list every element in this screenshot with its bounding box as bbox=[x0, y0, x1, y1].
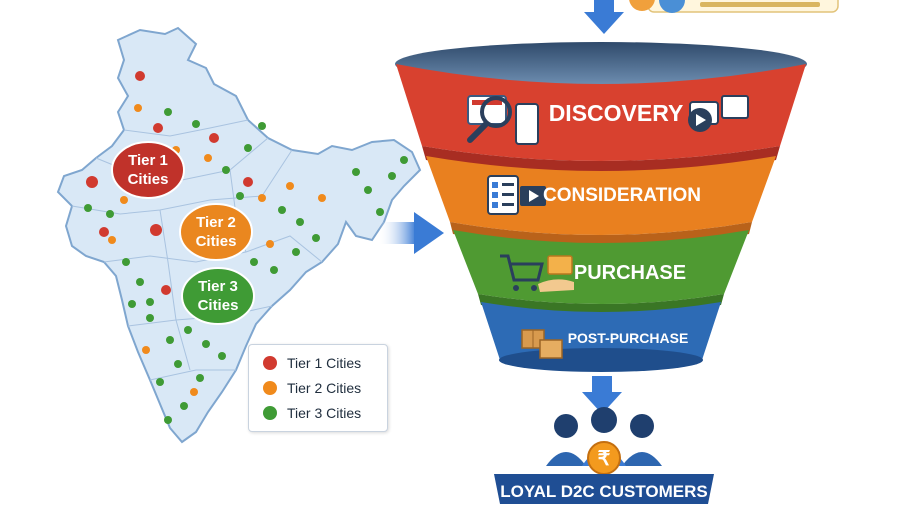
stage-label-purchase: PURCHASE bbox=[574, 262, 686, 284]
tier2-label-line2: Cities bbox=[196, 233, 237, 250]
stage-label-consideration: CONSIDERATION bbox=[543, 185, 701, 206]
stage-label-discovery: DISCOVERY bbox=[549, 100, 684, 126]
tier2-label-line1: Tier 2 bbox=[196, 214, 236, 231]
package-icon bbox=[539, 339, 563, 359]
rupee-symbol: ₹ bbox=[598, 448, 611, 470]
top-down-arrow bbox=[584, 0, 624, 34]
tier1-label-line2: Cities bbox=[128, 171, 169, 188]
person-icon bbox=[659, 0, 685, 13]
legend-item-tier3: Tier 3 Cities bbox=[263, 403, 361, 423]
rupee-note-icon bbox=[547, 255, 573, 275]
loyal-customers-banner: LOYAL D2C CUSTOMERS bbox=[494, 474, 714, 504]
tier2-bubble: Tier 2 Cities bbox=[179, 203, 253, 261]
post-purchase-icons bbox=[521, 329, 563, 359]
tier-legend: Tier 1 Cities Tier 2 Cities Tier 3 Citie… bbox=[248, 344, 388, 432]
tier1-bubble: Tier 1 Cities bbox=[111, 141, 185, 199]
top-people-card bbox=[629, 0, 839, 13]
phone-icon bbox=[515, 103, 539, 145]
funnel-rim bbox=[395, 42, 807, 86]
discovery-icons bbox=[467, 95, 749, 145]
funnel bbox=[395, 42, 807, 372]
funnel-stage-purchase bbox=[453, 230, 749, 304]
tier3-label-line2: Cities bbox=[198, 297, 239, 314]
orange-dot-icon bbox=[263, 381, 277, 395]
customer-group: ₹ bbox=[546, 407, 662, 475]
map-to-funnel-arrow bbox=[378, 212, 444, 254]
consideration-icons bbox=[487, 175, 546, 215]
legend-label: Tier 2 Cities bbox=[287, 380, 362, 396]
green-dot-icon bbox=[263, 406, 277, 420]
stage-label-post-purchase: POST-PURCHASE bbox=[568, 330, 689, 346]
legend-item-tier2: Tier 2 Cities bbox=[263, 378, 361, 398]
funnel-to-customers-arrow bbox=[582, 376, 622, 414]
magnifier-icon bbox=[480, 96, 512, 128]
red-dot-icon bbox=[263, 356, 277, 370]
shopping-cart-icon bbox=[500, 254, 544, 282]
person-icon bbox=[629, 0, 655, 11]
hand-icon bbox=[538, 279, 574, 292]
legend-label: Tier 1 Cities bbox=[287, 355, 362, 371]
legend-item-tier1: Tier 1 Cities bbox=[263, 353, 361, 373]
city-dots bbox=[84, 71, 408, 424]
customer-person-icon bbox=[546, 414, 586, 466]
tier3-label-line1: Tier 3 bbox=[198, 278, 238, 295]
tier3-bubble: Tier 3 Cities bbox=[181, 267, 255, 325]
banner-label: LOYAL D2C CUSTOMERS bbox=[500, 482, 708, 501]
purchase-icons bbox=[500, 254, 574, 292]
customer-person-icon bbox=[622, 414, 662, 466]
funnel-stage-discovery bbox=[396, 64, 806, 161]
tier1-label-line1: Tier 1 bbox=[128, 152, 168, 169]
legend-label: Tier 3 Cities bbox=[287, 405, 362, 421]
